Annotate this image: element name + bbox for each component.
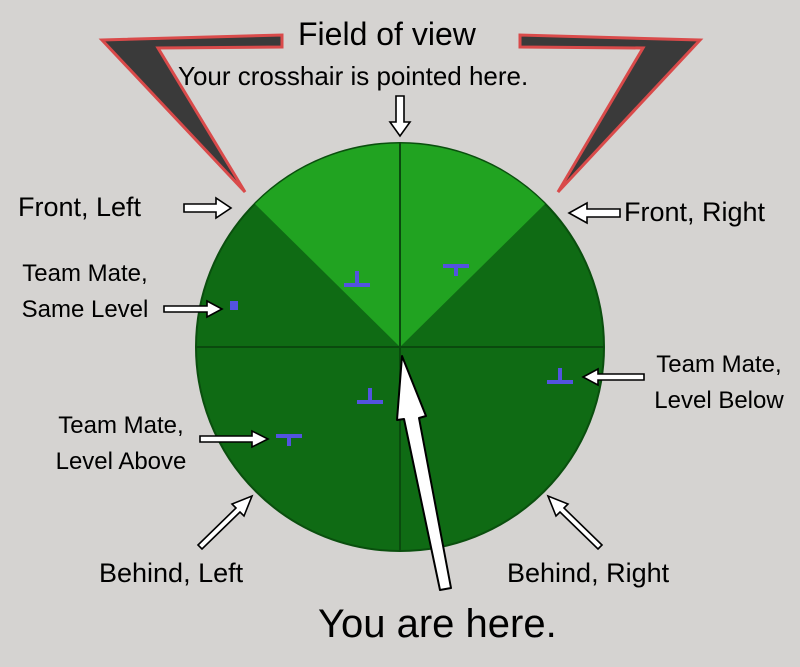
same-level-label: Team Mate, Same Level (14, 260, 156, 325)
diagram-title: Field of view (298, 16, 476, 52)
front-left-label: Front, Left (18, 192, 142, 222)
level-below-label-line1: Team Mate, (656, 351, 782, 378)
teammate-level-below-icon (344, 271, 370, 287)
same-level-arrow-icon (163, 299, 224, 319)
fov-left-bracket (98, 33, 284, 194)
player-arrow-icon (396, 355, 452, 591)
diagram-subtitle: Your crosshair is pointed here. (178, 61, 529, 91)
same-level-label-line2: Same Level (21, 295, 149, 323)
teammate-level-below-icon (547, 368, 573, 384)
teammate-same-level-icon (230, 301, 238, 310)
level-below-label-line2: Level Below (654, 386, 784, 414)
teammate-level-below-icon (357, 388, 383, 404)
level-above-arrow-icon (199, 429, 270, 449)
teammate-level-above-icon (443, 264, 469, 276)
behind-right-label: Behind, Right (507, 558, 670, 588)
level-above-label-line2: Level Above (55, 447, 187, 475)
front-left-arrow-icon (183, 196, 233, 220)
level-above-label: Team Mate, Level Above (45, 412, 197, 477)
same-level-label-line1: Team Mate, (22, 260, 148, 287)
teammate-level-above-icon (276, 434, 302, 446)
front-right-label: Front, Right (624, 197, 766, 227)
crosshair-arrow-icon (388, 95, 412, 138)
fov-right-bracket (518, 33, 704, 194)
front-right-arrow-icon (567, 201, 621, 225)
you-are-here-label: You are here. (318, 602, 557, 646)
level-below-label: Team Mate, Level Below (645, 351, 793, 416)
behind-right-arrow-icon (546, 494, 604, 551)
behind-left-arrow-icon (196, 494, 254, 551)
behind-left-label: Behind, Left (99, 558, 244, 588)
level-below-arrow-icon (581, 367, 645, 387)
level-above-label-line1: Team Mate, (58, 412, 184, 439)
